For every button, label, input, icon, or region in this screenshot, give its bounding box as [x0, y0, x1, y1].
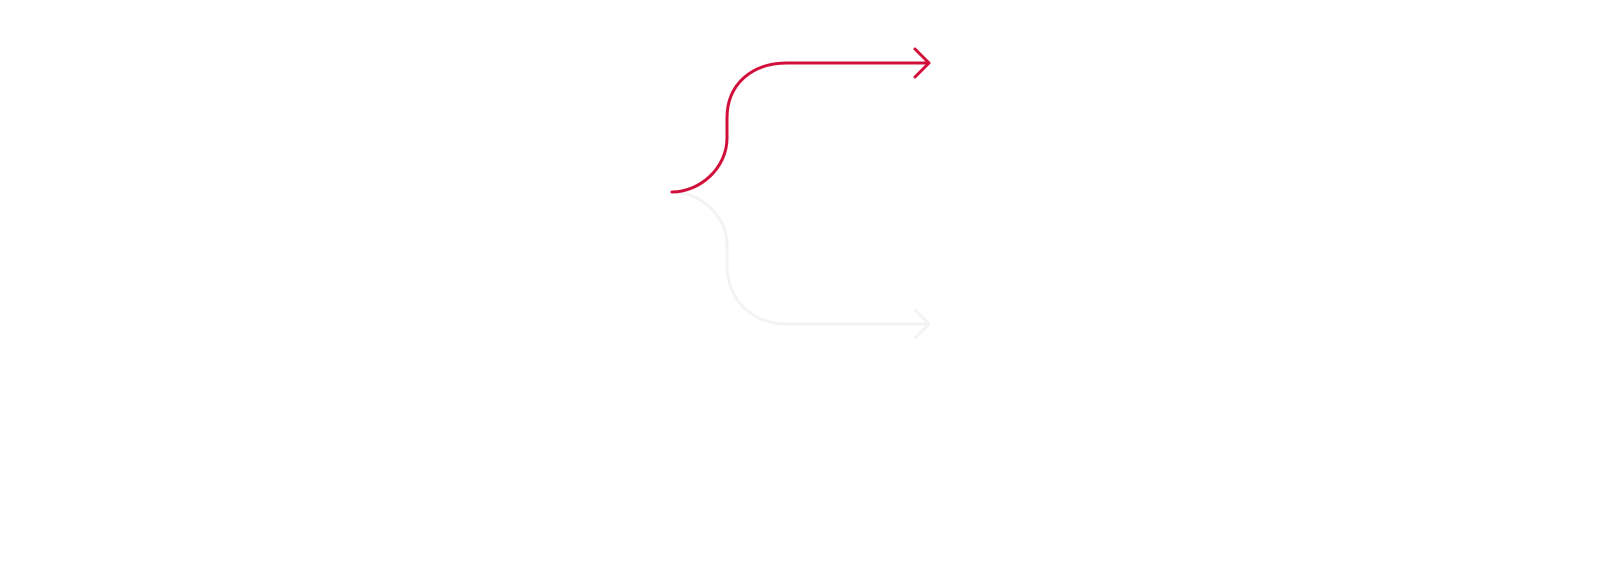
upper-branch-curve — [670, 61, 930, 194]
lower-branch-arrowhead-icon — [913, 308, 931, 340]
upper-branch-arrowhead-icon — [913, 47, 931, 79]
upper-branch-arrow — [670, 47, 931, 194]
lower-branch-curve — [670, 190, 930, 326]
lower-branch-arrow — [670, 190, 931, 340]
